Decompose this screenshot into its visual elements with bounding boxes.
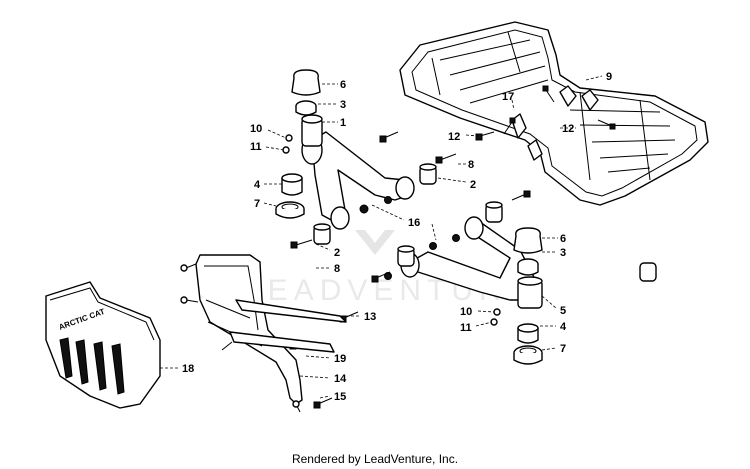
callout-11b: 11 [460, 322, 472, 334]
callout-10b: 10 [460, 306, 472, 318]
callout-4b: 4 [560, 321, 567, 333]
leader-lines [160, 75, 603, 399]
front-shield: ARCTIC CAT [45, 281, 161, 409]
callout-8b: 8 [334, 263, 340, 275]
rear-rack [399, 21, 709, 206]
callout-11a: 11 [250, 141, 262, 153]
bumpers [291, 69, 543, 276]
callout-17: 17 [502, 91, 514, 103]
callout-16: 16 [408, 217, 420, 229]
callout-7b: 7 [560, 343, 566, 355]
callout-8a: 8 [468, 159, 474, 171]
nuts [359, 196, 460, 280]
callout-9: 9 [606, 71, 612, 83]
callout-5: 5 [560, 305, 566, 317]
callout-12b: 12 [562, 123, 574, 135]
callout-12a: 12 [448, 131, 460, 143]
callout-numbers: 6 3 1 10 11 4 7 8 2 16 2 8 6 3 5 4 7 10 … [182, 71, 612, 403]
callout-2b: 2 [334, 247, 340, 259]
callout-4a: 4 [254, 179, 261, 191]
callout-15: 15 [334, 391, 346, 403]
callout-19: 19 [334, 353, 346, 365]
callout-18: 18 [182, 363, 194, 375]
footer-credit: Rendered by LeadVenture, Inc. [291, 452, 459, 466]
callout-13: 13 [364, 311, 376, 323]
watermark-logo-icon [355, 230, 395, 255]
bumper-frame [180, 254, 347, 413]
callout-14: 14 [334, 373, 347, 385]
callout-1: 1 [340, 117, 346, 129]
callout-3b: 3 [560, 247, 566, 259]
callout-10a: 10 [250, 123, 262, 135]
callout-2a: 2 [470, 179, 476, 191]
callout-6b: 6 [560, 233, 566, 245]
callout-3a: 3 [340, 99, 346, 111]
left-a-arm [301, 114, 415, 230]
bushings [313, 163, 657, 282]
callout-6a: 6 [340, 79, 346, 91]
spacers [275, 173, 543, 365]
callout-7a: 7 [254, 198, 260, 210]
